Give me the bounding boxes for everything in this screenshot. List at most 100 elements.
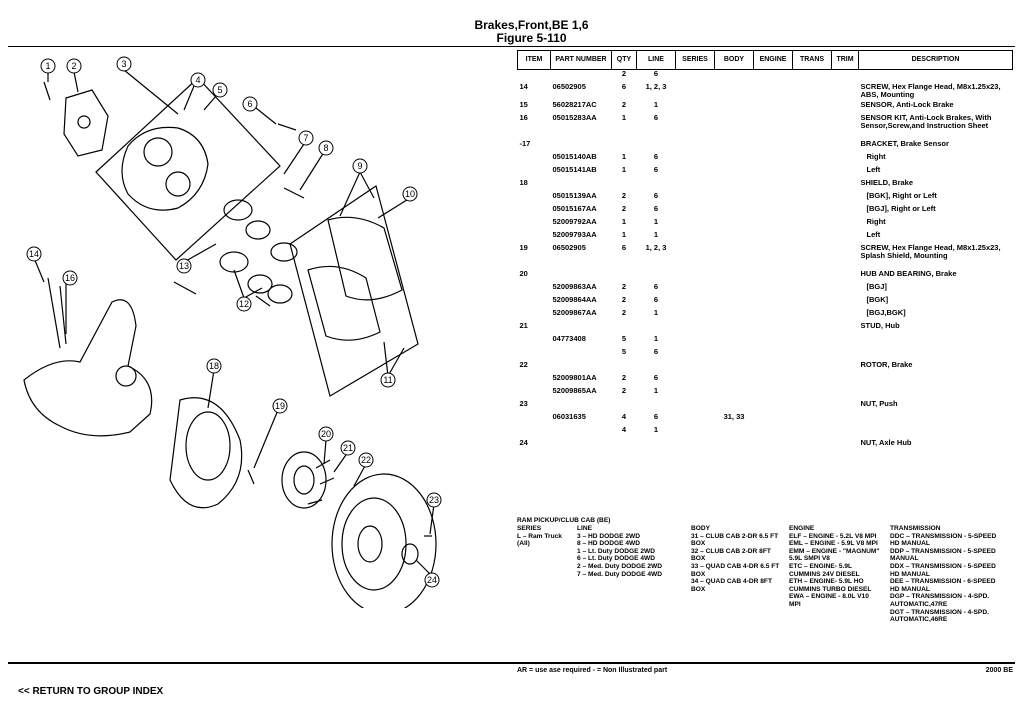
legend-line-item: DGP – TRANSMISSION - 4-SPD. [890, 593, 990, 601]
cell-series [676, 270, 715, 283]
cell-engine [754, 114, 793, 140]
cell-series [676, 244, 715, 270]
legend-body-head: BODY [691, 525, 711, 532]
cell-trim [832, 179, 859, 192]
callout-circle [40, 58, 56, 74]
cell-item [518, 335, 551, 348]
cell-series [676, 153, 715, 166]
brake-rotor [331, 473, 437, 608]
return-to-group-index-link[interactable]: << RETURN TO GROUP INDEX [18, 686, 164, 697]
cell-engine [754, 166, 793, 179]
legend-title: RAM PICKUP/CLUB CAB (BE) [517, 517, 611, 524]
caliper-group-box [95, 77, 281, 261]
cell-item: -17 [519, 139, 531, 148]
cell-item: 21 [519, 321, 528, 330]
cell-qty: 1 [621, 152, 627, 161]
cell-qty: 1 [621, 217, 627, 226]
cell-trans [793, 296, 832, 309]
cell-part [551, 426, 612, 439]
callout-label: 6 [247, 99, 252, 109]
legend-line-item: HD MANUAL [890, 540, 930, 548]
top-rule [8, 46, 1015, 47]
cell-line [637, 439, 676, 452]
cell-series [676, 426, 715, 439]
col-body: BODY [714, 50, 754, 70]
cell-series [676, 439, 715, 452]
callout-circle [190, 72, 206, 88]
cell-engine [754, 140, 793, 153]
callout-circle [66, 58, 82, 74]
legend-engine-head: ENGINE [789, 525, 815, 532]
cell-trim [832, 309, 859, 322]
cell-series [676, 192, 715, 205]
cell-body [715, 101, 754, 114]
cell-body [715, 309, 754, 322]
callout-label: 2 [71, 61, 76, 71]
cell-trim [832, 426, 859, 439]
cell-item [518, 153, 551, 166]
callout-circle [318, 426, 334, 442]
col-trans: TRANS [792, 50, 832, 70]
cell-line: 6 [653, 191, 659, 200]
cell-item [518, 218, 551, 231]
legend-series: SERIES L – Ram Truck(All) [517, 525, 562, 548]
cell-trim [832, 374, 859, 387]
legend-line-head: LINE [577, 525, 593, 532]
footnote: AR = use ase required - = Non Illustrate… [517, 667, 668, 674]
cell-desc: BRACKET, Brake Sensor [860, 139, 949, 148]
callout-label: 21 [343, 443, 353, 453]
cell-part: 56028217AC [552, 100, 597, 109]
col-line: LINE [636, 50, 676, 70]
legend-line-item: 8 – HD DODGE 4WD [577, 540, 641, 548]
legend-line-item: EWA – ENGINE - 8.0L V10 [789, 593, 869, 601]
callout-circle [236, 296, 252, 312]
legend-line-item: 5.9L SMPI V8 [789, 555, 830, 563]
cell-engine [754, 413, 793, 426]
table-row: -17 BRACKET, Brake Sensor [518, 140, 1013, 153]
legend-line-item: 7 – Med. Duty DODGE 4WD [577, 570, 662, 578]
cell-desc: [BGJ] [866, 282, 887, 291]
cell-body [715, 361, 754, 374]
col-trim: TRIM [831, 50, 859, 70]
cell-item [518, 70, 551, 84]
cell-line: 1, 2, 3 [645, 82, 667, 91]
cell-part: 05015167AA [552, 204, 597, 213]
cell-series [676, 309, 715, 322]
cell-body [715, 179, 754, 192]
callout-circle [206, 358, 222, 374]
cell-trans [793, 140, 832, 153]
cell-series [676, 218, 715, 231]
legend-line-item: 2 – Med. Duty DODGE 2WD [577, 562, 662, 570]
cell-trans [793, 400, 832, 413]
caliper-adapter [63, 89, 109, 157]
caliper-body [121, 126, 209, 211]
legend-line-item: DDC – TRANSMISSION - 5-SPEED [890, 532, 997, 540]
cell-trim [832, 439, 859, 452]
cell-engine [754, 335, 793, 348]
cell-trim [832, 218, 859, 231]
cell-part: 05015139AA [552, 191, 597, 200]
cell-desc: [BGK] [866, 295, 889, 304]
cell-series [676, 283, 715, 296]
cell-item: 24 [519, 438, 528, 447]
cell-engine [754, 101, 793, 114]
cell-line: 1 [653, 230, 659, 239]
cell-item: 14 [519, 82, 528, 91]
cell-engine [754, 322, 793, 335]
cell-body [715, 387, 754, 400]
cell-series [676, 140, 715, 153]
cell-line: 6 [653, 295, 659, 304]
cell-engine [754, 283, 793, 296]
cell-qty: 2 [621, 308, 627, 317]
cell-body [715, 348, 754, 361]
